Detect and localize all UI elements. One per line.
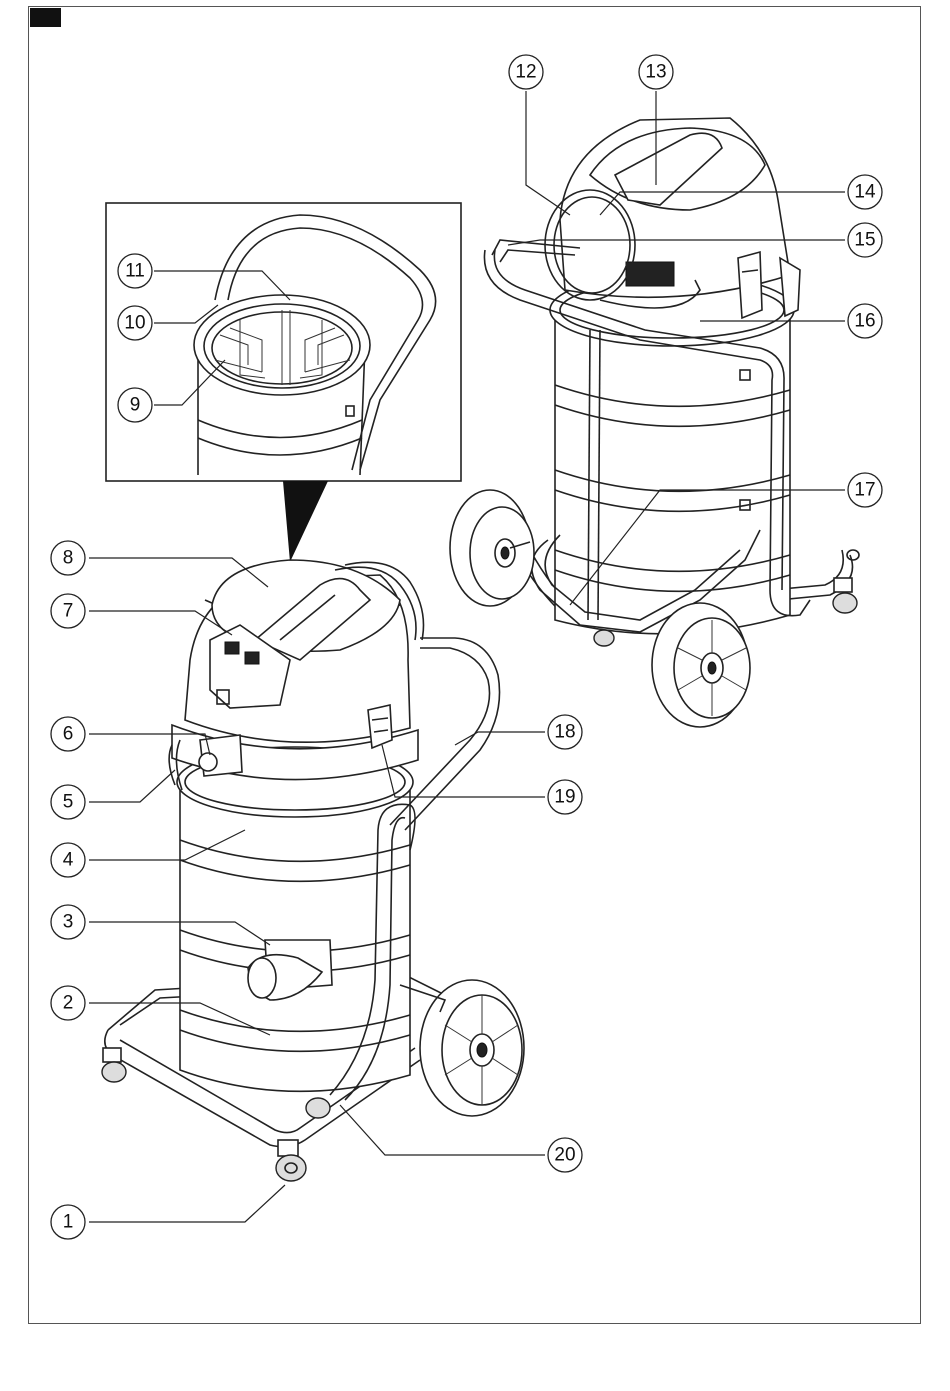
callout-20: 20 [548,1138,582,1172]
svg-text:6: 6 [63,724,74,745]
callout-5: 5 [51,785,85,819]
svg-text:13: 13 [645,62,666,83]
svg-text:11: 11 [125,261,145,282]
callout-1: 1 [51,1205,85,1239]
detail-inset [106,203,461,481]
svg-text:4: 4 [63,850,74,871]
svg-text:19: 19 [554,787,575,808]
rear-view-left-wheel [450,490,534,606]
callout-7: 7 [51,594,85,628]
callout-16: 16 [848,304,882,338]
callout-10: 10 [118,306,152,340]
exhaust-vent [626,262,674,286]
front-view-wheel [420,980,524,1116]
svg-text:12: 12 [515,62,536,83]
svg-text:10: 10 [124,313,145,334]
detail-pointer [283,481,328,562]
drum-clip-front [368,705,392,748]
svg-text:7: 7 [63,601,74,622]
rear-view-machine [450,118,859,727]
callout-9: 9 [118,388,152,422]
svg-text:8: 8 [63,548,74,569]
castor-left [102,1048,126,1082]
svg-text:14: 14 [854,182,876,203]
callout-4: 4 [51,843,85,877]
svg-text:16: 16 [854,311,875,332]
svg-text:3: 3 [63,912,74,933]
power-socket [199,735,242,776]
svg-text:17: 17 [854,480,875,501]
svg-text:18: 18 [554,722,575,743]
callout-19: 19 [548,780,582,814]
svg-text:5: 5 [63,792,74,813]
callout-17: 17 [848,473,882,507]
callout-12: 12 [509,55,543,89]
svg-text:15: 15 [854,230,875,251]
front-view-machine [102,560,524,1181]
svg-text:2: 2 [63,993,74,1014]
svg-text:1: 1 [63,1212,74,1233]
svg-text:9: 9 [130,395,141,416]
svg-text:20: 20 [554,1145,575,1166]
callout-15: 15 [848,223,882,257]
callout-14: 14 [848,175,882,209]
callout-8: 8 [51,541,85,575]
castor-front [276,1140,306,1181]
castor-rear [306,1098,330,1118]
callout-11: 11 [118,254,152,288]
callout-3: 3 [51,905,85,939]
callout-13: 13 [639,55,673,89]
callout-2: 2 [51,986,85,1020]
callout-18: 18 [548,715,582,749]
drum-clip-rear [738,252,762,318]
callout-6: 6 [51,717,85,751]
